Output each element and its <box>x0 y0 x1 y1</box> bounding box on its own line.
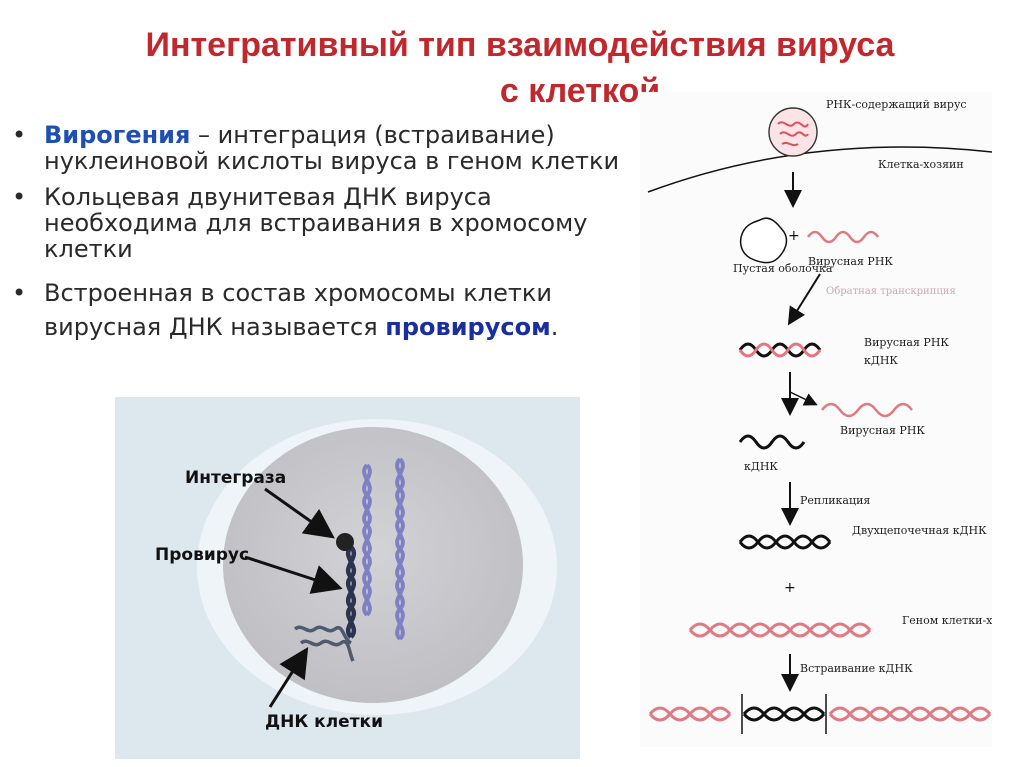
label-cdna-2: кДНК <box>744 460 778 473</box>
label-cdna-1: кДНК <box>864 354 898 367</box>
bullet-text: Кольцевая двунитевая ДНК вируса необходи… <box>44 183 587 263</box>
released-rna <box>822 404 912 416</box>
title-line-1: Интегративный тип взаимодействия вируса <box>146 26 895 64</box>
arrow-2 <box>790 274 820 322</box>
viral-rna-strand <box>808 232 878 242</box>
bullet-text-end: . <box>551 313 559 341</box>
label-ds-cdna: Двухцепочечная кДНК <box>852 524 987 537</box>
label-viral-rna-1: Вирусная РНК <box>808 255 893 268</box>
arrow-3b <box>790 392 815 404</box>
bullet-provirus: • Встроенная в состав хромосомы клетки в… <box>12 276 632 344</box>
bullet-marker: • <box>12 122 26 148</box>
term-virogeny: Вирогения <box>44 121 190 149</box>
label-integration: Встраивание кДНК <box>800 662 913 675</box>
bullet-circular-dna: • Кольцевая двунитевая ДНК вируса необхо… <box>12 184 632 262</box>
bullet-list: • Вирогения – интеграция (встраивание) н… <box>12 122 632 354</box>
term-provirus: провирусом <box>385 313 550 341</box>
bullet-marker: • <box>12 276 26 310</box>
label-integrase: Интеграза <box>185 468 286 488</box>
label-viral-rna-3: Вирусная РНК <box>840 424 925 437</box>
label-host-cell: Клетка-хозяин <box>878 158 964 171</box>
integration-figure: Интеграза Провирус ДНК клетки <box>115 397 580 759</box>
label-replication: Репликация <box>800 494 870 507</box>
retrovirus-scheme-svg: РНК-содержащий вирус Клетка-хозяин Пуста… <box>640 92 992 747</box>
empty-capsid <box>741 218 787 262</box>
integrated-host-left-b <box>650 708 730 720</box>
integration-figure-svg: Интеграза Провирус ДНК клетки <box>115 397 580 759</box>
label-host-genome: Геном клетки-хозяина <box>902 614 992 627</box>
rna-virus <box>769 108 817 156</box>
bullet-virogeny: • Вирогения – интеграция (встраивание) н… <box>12 122 632 174</box>
label-provirus: Провирус <box>155 545 249 565</box>
cdna-single <box>740 436 804 448</box>
bullet-marker: • <box>12 184 26 210</box>
label-reverse-transcription: Обратная транскрипция <box>826 286 956 297</box>
integrase-molecule <box>336 533 354 551</box>
plus-sign-1: + <box>788 228 800 244</box>
label-rna-virus: РНК-содержащий вирус <box>826 98 967 111</box>
label-viral-rna-2: Вирусная РНК <box>864 336 949 349</box>
chromosome-right <box>397 459 403 639</box>
provirus-segment <box>348 547 354 637</box>
plus-sign-2: + <box>784 580 796 596</box>
integrated-cdna-b <box>744 708 824 720</box>
label-cell-dna: ДНК клетки <box>265 712 383 732</box>
retrovirus-scheme: РНК-содержащий вирус Клетка-хозяин Пуста… <box>640 92 992 747</box>
